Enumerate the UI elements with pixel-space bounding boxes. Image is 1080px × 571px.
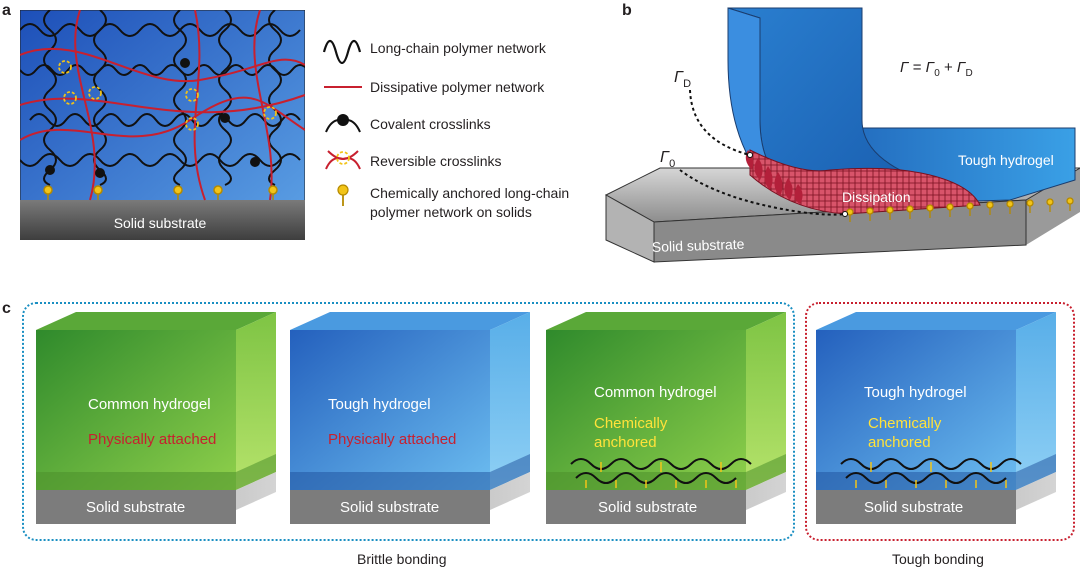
b-substrate-label: Solid substrate	[652, 236, 745, 255]
b-anchors	[846, 197, 1074, 222]
substrate-front	[816, 490, 1016, 524]
attach-label-1: Chemically	[594, 415, 668, 432]
toughness-equation: Γ = Γ0 + ΓD	[900, 59, 973, 79]
panel-c-letter: c	[2, 300, 11, 317]
attach-label-2: anchored	[594, 434, 657, 451]
substrate-front	[290, 490, 490, 524]
block-common-anchored: Common hydrogel Chemically anchored Soli…	[546, 312, 786, 524]
attach-label-2: anchored	[868, 434, 931, 451]
panel-b-letter: b	[622, 2, 632, 19]
gamma-0-leader	[679, 169, 846, 216]
dissipation-zone	[749, 149, 981, 215]
anchors	[43, 185, 278, 200]
covalent-crosslinks	[45, 58, 260, 178]
dissipation-label: Dissipation	[842, 189, 910, 205]
block-tough-physical: Tough hydrogel Physically attached Solid…	[290, 312, 530, 524]
reversible-crosslink-icon	[325, 150, 361, 170]
panel-a-letter: a	[2, 2, 11, 19]
block-tough-anchored: Tough hydrogel Chemically anchored Solid…	[816, 312, 1056, 524]
legend-covalent: Covalent crosslinks	[370, 116, 491, 132]
attach-label: Physically attached	[88, 431, 216, 448]
substrate-front	[546, 490, 746, 524]
tough-bonding-frame	[805, 302, 1075, 541]
tough-bonding-label: Tough bonding	[892, 551, 984, 567]
block-common-physical: Common hydrogel Physically attached Soli…	[36, 312, 276, 524]
substrate-label: Solid substrate	[86, 499, 185, 516]
wavy-chain-icon	[322, 39, 362, 64]
solid-substrate-block	[20, 200, 305, 240]
legend-reversible: Reversible crosslinks	[370, 153, 502, 169]
gel-label: Common hydrogel	[594, 384, 717, 401]
legend-anchored-line1: Chemically anchored long-chain	[370, 185, 570, 201]
gel-label: Tough hydrogel	[328, 396, 431, 413]
panel-b-illustration: ΓD Γ0 Γ = Γ0 + ΓD Tough hydrogel Dissipa…	[604, 7, 1080, 263]
dissipative-network	[20, 10, 305, 201]
legend-anchored-line2: polymer network on solids	[370, 204, 532, 220]
attach-label-1: Chemically	[868, 415, 942, 432]
anchor-icon	[337, 184, 349, 206]
gamma-0-label: Γ0	[660, 149, 675, 170]
substrate-label: Solid substrate	[598, 499, 697, 516]
gel-label: Tough hydrogel	[864, 384, 967, 401]
reversible-crosslinks	[58, 60, 277, 131]
attach-label: Physically attached	[328, 431, 456, 448]
crack-fibrils	[745, 150, 803, 204]
substrate-label: Solid substrate	[114, 215, 207, 231]
tough-hydrogel-label: Tough hydrogel	[958, 152, 1054, 168]
substrate-front	[36, 490, 236, 524]
brittle-bonding-label: Brittle bonding	[357, 551, 447, 567]
legend-long-chain: Long-chain polymer network	[370, 40, 546, 56]
legend-dissipative: Dissipative polymer network	[370, 79, 545, 95]
gel-label: Common hydrogel	[88, 396, 211, 413]
red-line-icon	[324, 86, 362, 88]
covalent-crosslink-icon	[325, 114, 361, 133]
panel-a-illustration: Solid substrate	[20, 10, 305, 240]
substrate-label: Solid substrate	[864, 499, 963, 516]
brittle-bonding-frame	[22, 302, 795, 541]
gamma-d-label: ΓD	[674, 69, 691, 90]
substrate-label: Solid substrate	[340, 499, 439, 516]
